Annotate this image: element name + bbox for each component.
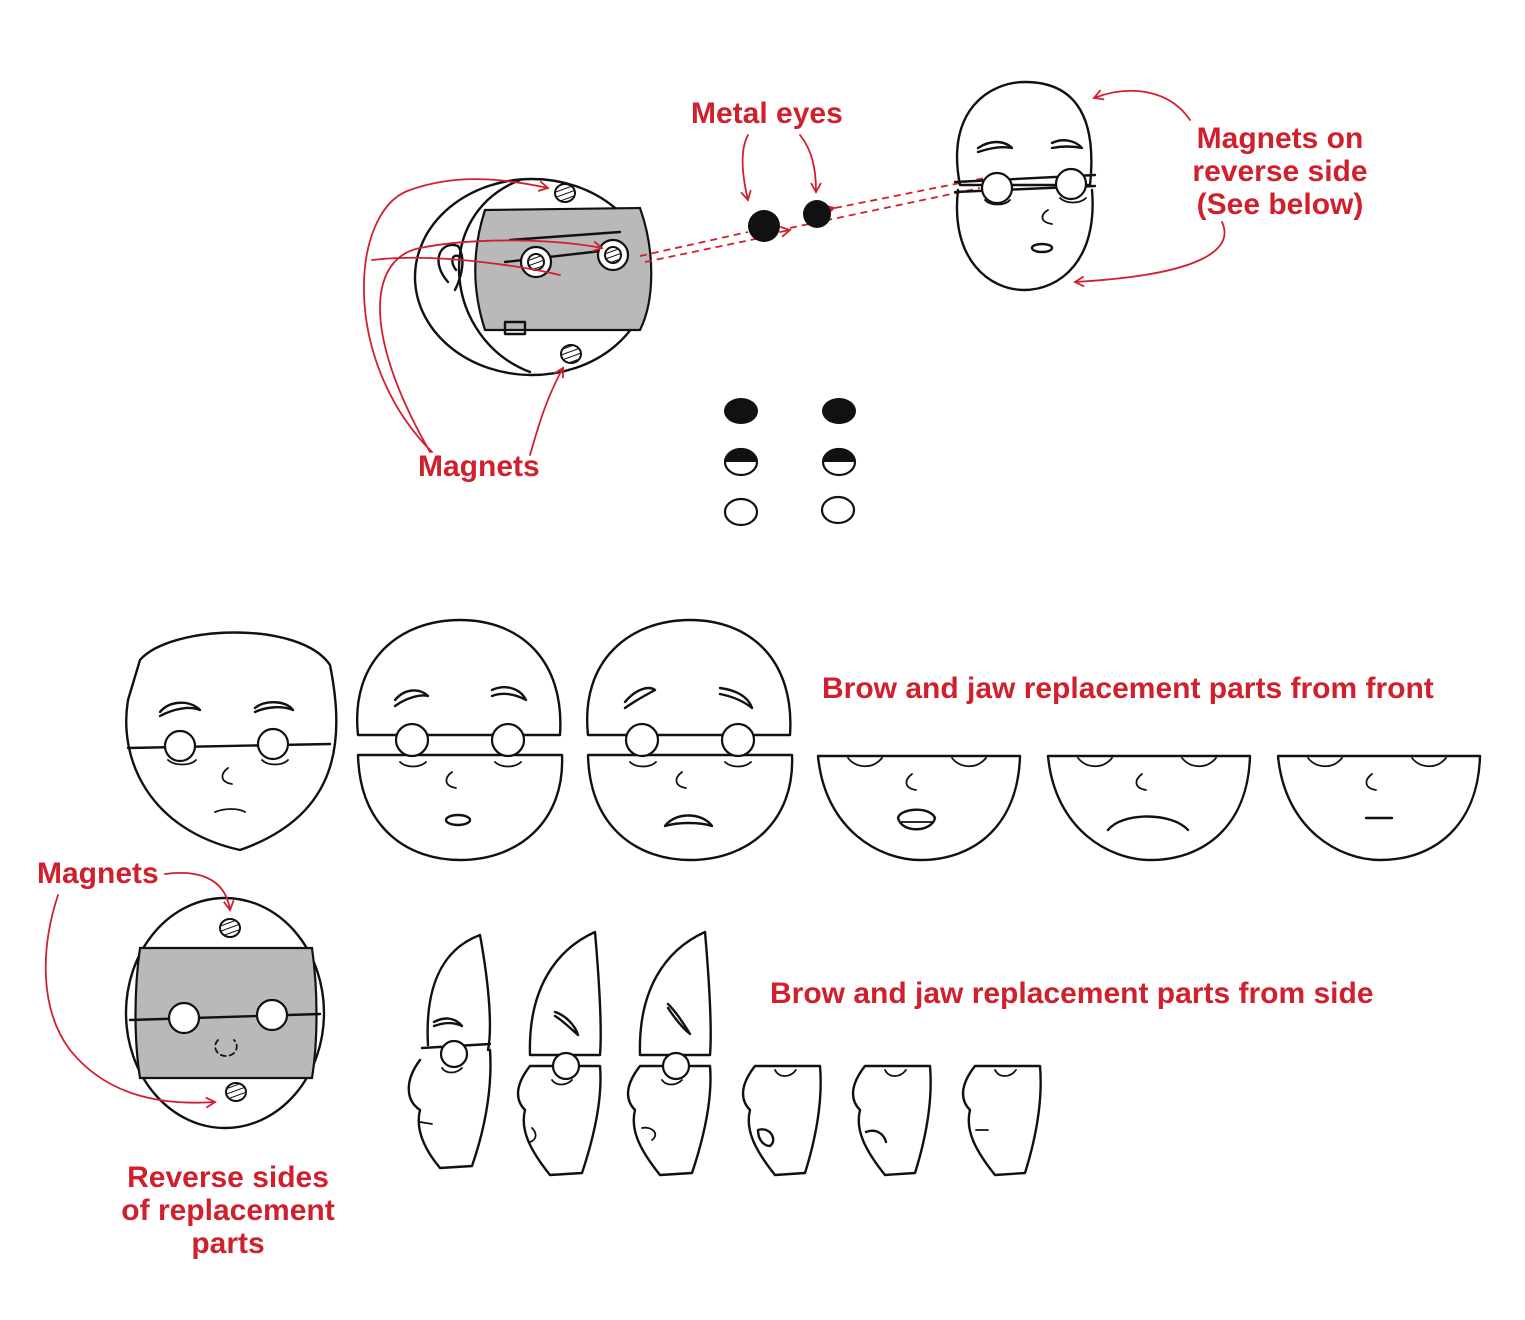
front-brow-jaw-2 [585,618,794,862]
magnets-reverse-line-2: reverse side [1192,155,1368,188]
side-brow-jaw-1 [516,930,602,1177]
magnets-bottom-label: Magnets [37,857,159,890]
side-full [407,933,492,1170]
magnet-top [554,183,576,203]
magnet-bottom [560,344,582,364]
brow-jaw-side-label: Brow and jaw replacement parts from side [770,977,1374,1010]
reverse-sides-line-1: Reverse sides [127,1161,329,1194]
side-brow-jaw-2 [626,930,712,1177]
side-jaw-2 [851,1064,932,1177]
magnets-reverse-line-3: (See below) [1196,188,1364,221]
reverse-sides-label: Reverse sides of replacement parts [108,1161,348,1260]
front-face-full [125,631,338,852]
metal-eyes-label: Metal eyes [691,97,843,130]
front-brow-jaw-1 [355,618,564,862]
front-jaw-2 [1046,754,1252,862]
magnets-reverse-label: Magnets on reverse side (See below) [1185,122,1375,221]
brow-jaw-front-label: Brow and jaw replacement parts from fron… [822,672,1434,705]
side-jaw-3 [961,1064,1042,1177]
front-jaw-1 [816,754,1022,862]
face-with-plate-top [953,80,1226,292]
magnets-arrows [363,178,604,456]
magnets-top-label: Magnets [418,450,540,483]
reverse-sides-line-2: of replacement [121,1194,335,1227]
head-back-assembly [413,177,653,377]
reverse-sides-line-3: parts [191,1227,265,1260]
reverse-side-plate [44,872,326,1130]
magnets-reverse-line-1: Magnets on [1196,122,1364,155]
eye-states-grid [723,398,857,527]
front-jaw-3 [1276,754,1482,862]
metal-eyes [740,134,831,242]
side-jaw-1 [741,1064,822,1177]
